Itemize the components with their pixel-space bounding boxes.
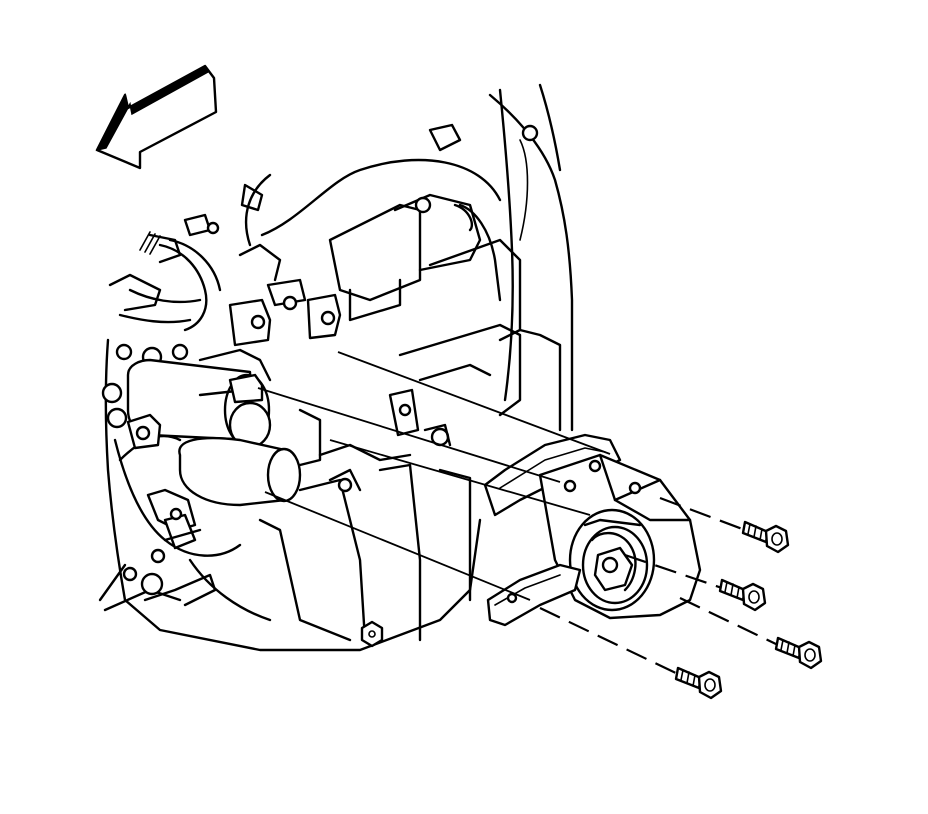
engine-block-outline xyxy=(244,83,574,432)
axle-bearing-housing xyxy=(126,358,322,507)
mount-bolt-upper xyxy=(741,520,790,554)
front-direction-arrow-icon xyxy=(95,64,218,170)
bolt-paths xyxy=(539,496,779,676)
alignment-lines xyxy=(257,351,611,601)
lower-stud-nut xyxy=(360,620,384,648)
speed-sensor-connector xyxy=(146,488,202,550)
mount-bolt-middle xyxy=(718,578,767,612)
wiring-harness xyxy=(108,183,282,332)
mount-bolt-lower xyxy=(674,666,723,700)
transaxle-case xyxy=(98,338,482,652)
upper-mount-brackets xyxy=(228,278,452,493)
transaxle-mount xyxy=(483,433,702,627)
mount-bolt-right xyxy=(774,636,823,670)
